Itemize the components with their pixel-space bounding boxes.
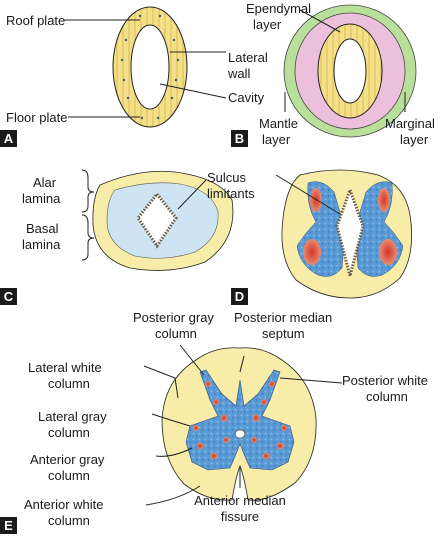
label-lateral-gray-1: Lateral gray [38, 409, 107, 424]
label-floor-plate: Floor plate [6, 110, 67, 125]
panel-letter-d: D [235, 289, 244, 304]
panel-e: Posterior gray column Posterior median s… [0, 310, 428, 534]
label-posterior-median-1: Posterior median [234, 310, 332, 325]
d-red-right-bottom [379, 239, 397, 265]
label-ependymal-1: Ependymal [246, 1, 311, 16]
panel-letter-c: C [4, 289, 14, 304]
label-alar-1: Alar [33, 175, 57, 190]
label-anterior-median-2: fissure [221, 509, 259, 524]
e-neuron-clusters [193, 381, 287, 460]
panel-a: Roof plate Lateral wall Cavity Floor pla… [0, 6, 268, 147]
panel-letter-a: A [4, 131, 14, 146]
b-cavity [333, 38, 367, 104]
label-posterior-gray-2: column [155, 326, 197, 341]
panel-letter-e-box [0, 517, 17, 534]
label-sulcus-2: limitants [207, 186, 255, 201]
label-anterior-gray-2: column [48, 468, 90, 483]
neural-tube-cavity [130, 24, 170, 110]
label-anterior-median-1: Anterior median [194, 493, 286, 508]
e-gray-matter [185, 369, 295, 471]
d-red-left-bottom [303, 239, 321, 265]
label-lateral-wall-2: wall [227, 66, 251, 81]
panel-d: D [231, 169, 412, 305]
label-posterior-median-2: septum [262, 326, 305, 341]
label-sulcus-1: Sulcus [207, 170, 247, 185]
label-anterior-gray-1: Anterior gray [30, 452, 105, 467]
label-posterior-white-2: column [366, 389, 408, 404]
wall-nuclei [120, 14, 180, 120]
label-anterior-white-2: column [48, 513, 90, 528]
label-posterior-gray-1: Posterior gray [133, 310, 214, 325]
d-red-left-top [310, 188, 322, 212]
label-basal-1: Basal [26, 221, 59, 236]
label-roof-plate: Roof plate [6, 13, 65, 28]
panel-b: Ependymal layer Mantle layer Marginal la… [231, 1, 435, 147]
c-cavity [136, 191, 178, 249]
d-red-right-top [378, 188, 390, 212]
label-posterior-white-1: Posterior white [342, 373, 428, 388]
panel-letter-c-box [0, 288, 17, 305]
label-mantle-2: layer [262, 132, 291, 147]
label-lateral-white-1: Lateral white [28, 360, 102, 375]
panel-letter-b: B [235, 131, 244, 146]
label-anterior-white-1: Anterior white [24, 497, 103, 512]
label-marginal-2: layer [400, 132, 429, 147]
label-mantle-1: Mantle [259, 116, 298, 131]
label-lateral-white-2: column [48, 376, 90, 391]
label-ependymal-2: layer [253, 17, 282, 32]
panel-letter-b-box [231, 130, 248, 147]
label-cavity: Cavity [228, 90, 265, 105]
label-marginal-1: Marginal [385, 116, 435, 131]
label-basal-2: lamina [22, 237, 61, 252]
panel-letter-d-box [231, 288, 248, 305]
label-lateral-wall-1: Lateral [228, 50, 268, 65]
d-cavity [335, 185, 365, 282]
e-central-canal [234, 429, 246, 439]
panel-letter-a-box [0, 130, 17, 147]
panel-c: Alar lamina Basal lamina Sulcus limitant… [0, 169, 255, 305]
panel-letter-e: E [4, 518, 13, 533]
label-lateral-gray-2: column [48, 425, 90, 440]
label-alar-2: lamina [22, 191, 61, 206]
